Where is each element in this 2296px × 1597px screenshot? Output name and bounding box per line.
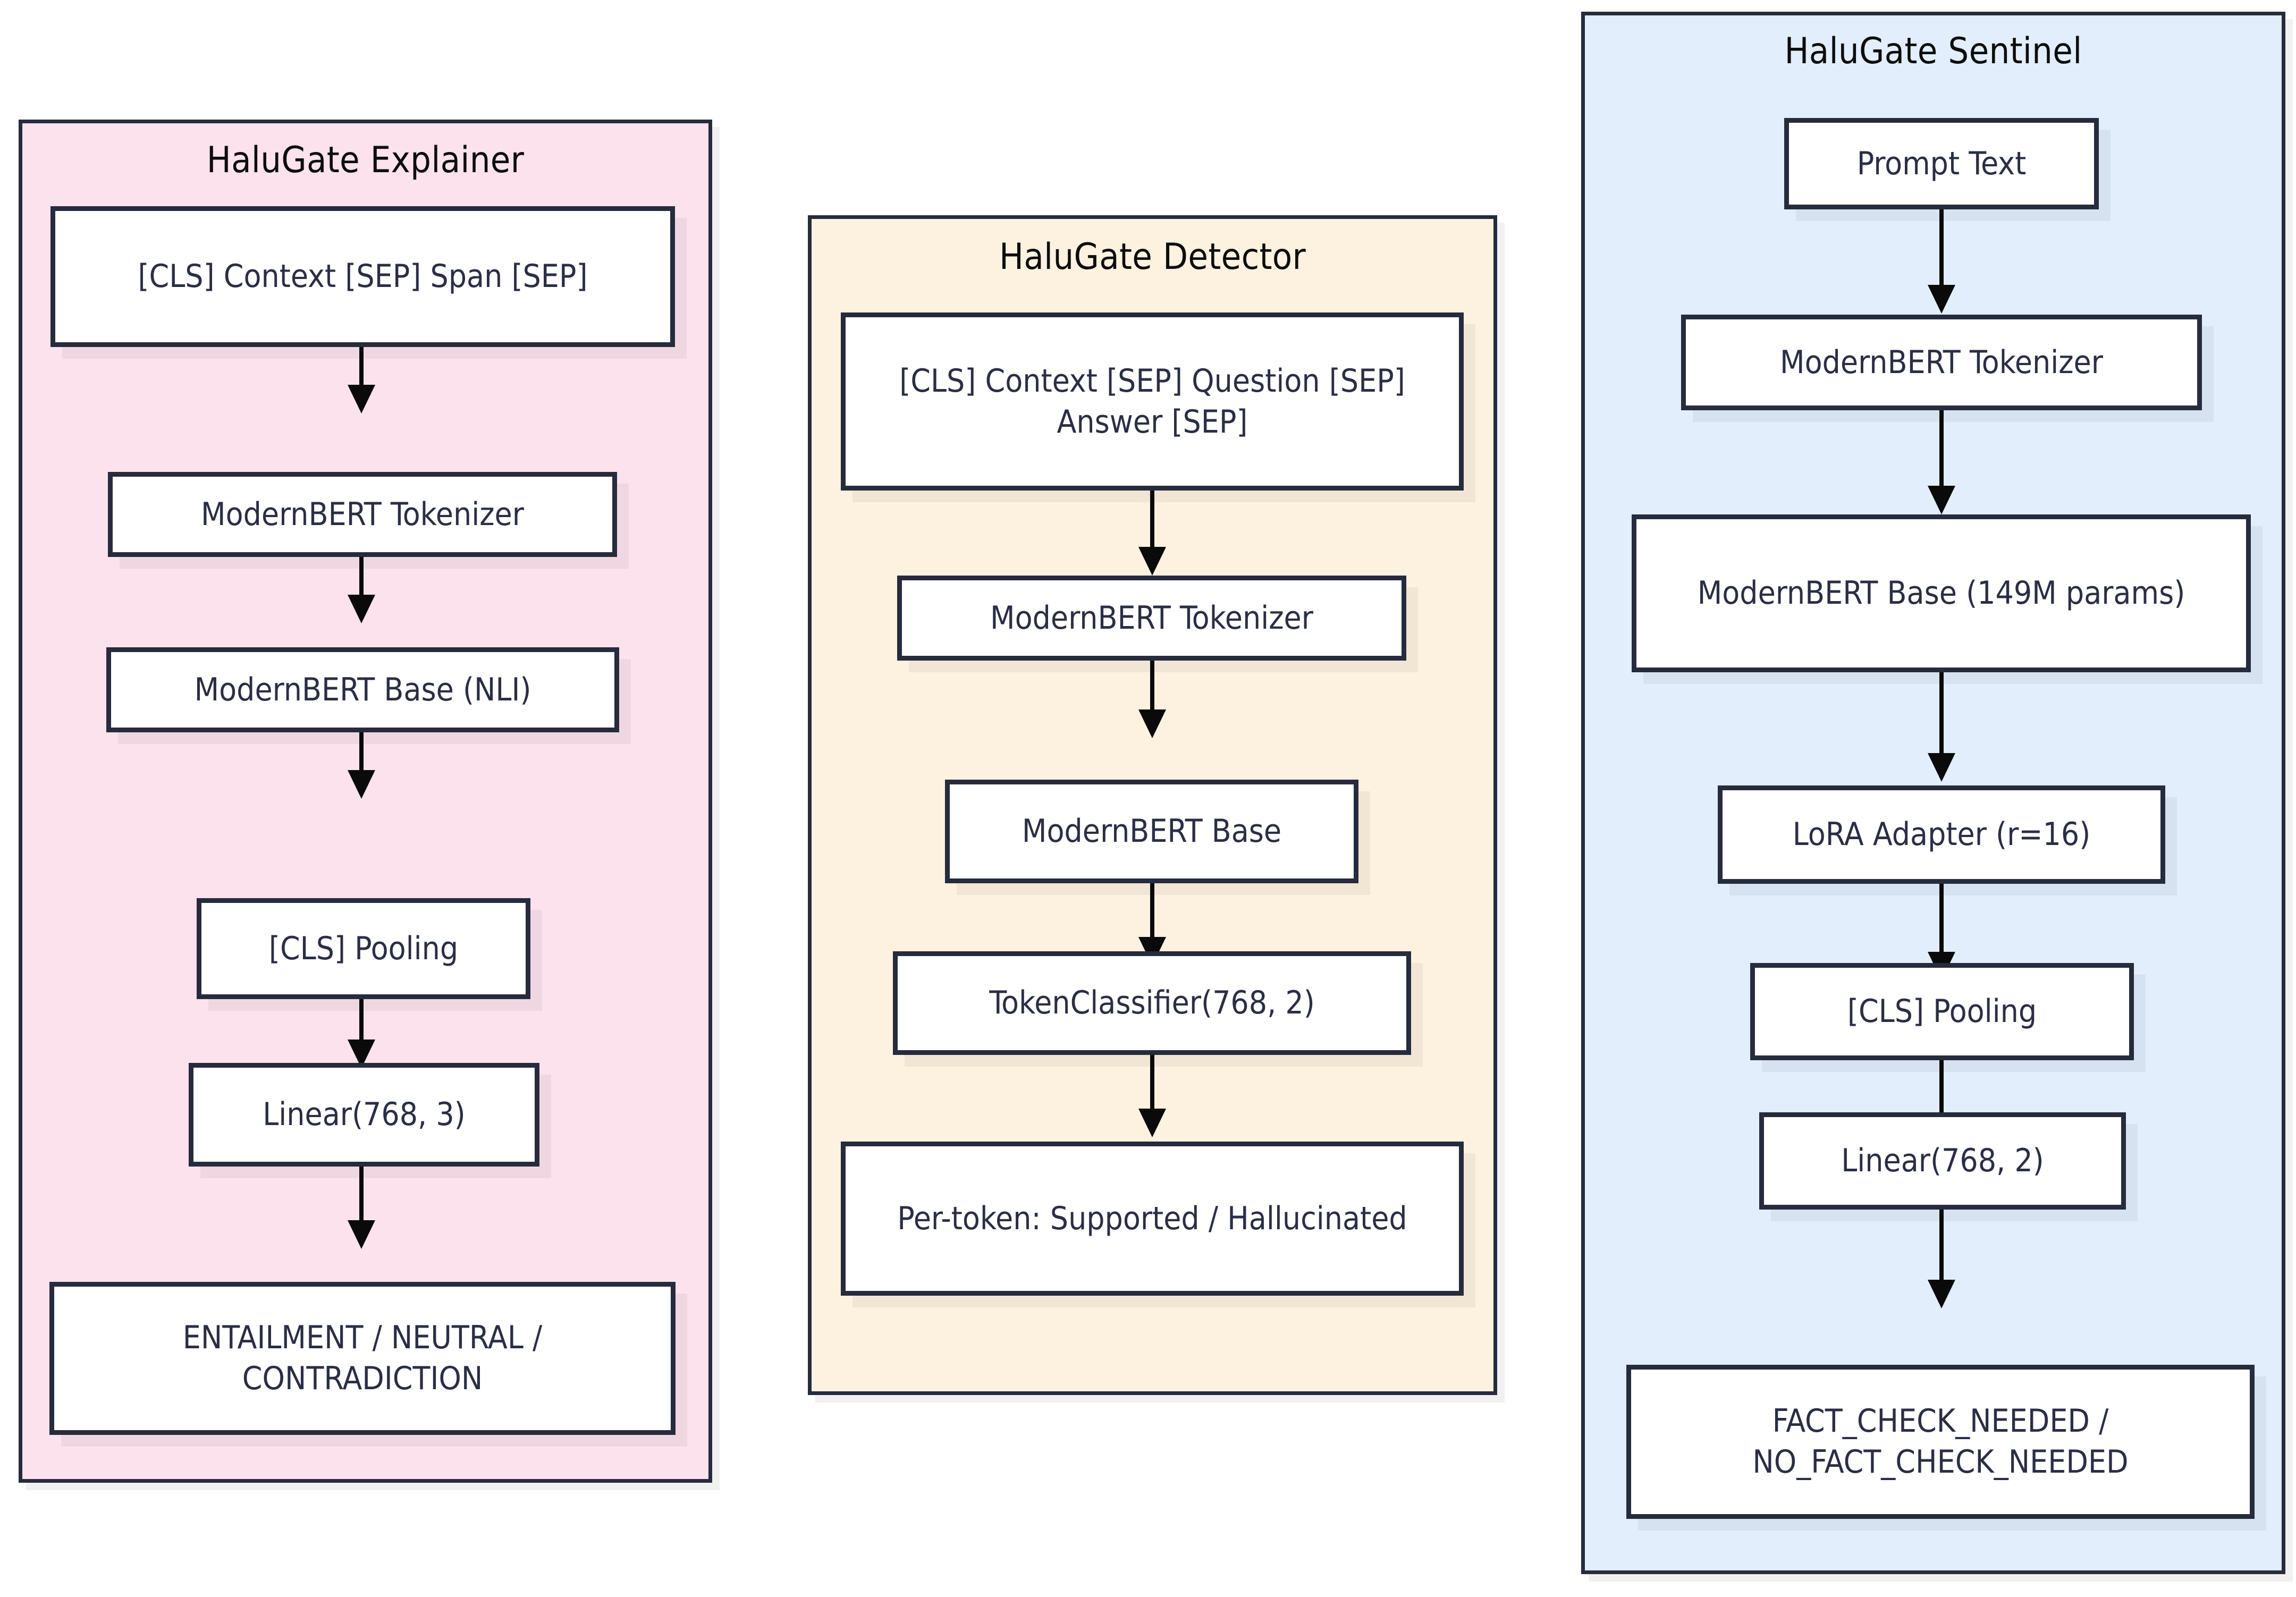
cluster-title-explainer: HaluGate Explainer	[206, 139, 525, 181]
node-exp-output[interactable]: ENTAILMENT / NEUTRAL / CONTRADICTION	[49, 1282, 676, 1435]
node-label: ModernBERT Tokenizer	[1780, 343, 2103, 381]
node-exp-tokenizer[interactable]: ModernBERT Tokenizer	[108, 472, 617, 557]
node-sen-pooling[interactable]: [CLS] Pooling	[1750, 963, 2134, 1060]
arrow-det-tokenizer-to-base	[1131, 661, 1174, 738]
node-label: ModernBERT Tokenizer	[201, 495, 524, 533]
cluster-title-sentinel: HaluGate Sentinel	[1784, 30, 2082, 72]
node-label: TokenClassifier(768, 2)	[989, 984, 1315, 1022]
arrow-sen-base-to-lora	[1920, 672, 1963, 782]
node-det-input[interactable]: [CLS] Context [SEP] Question [SEP] Answe…	[841, 312, 1464, 491]
arrow-det-classifier-to-output	[1131, 1055, 1174, 1137]
node-label: ModernBERT Tokenizer	[990, 599, 1313, 637]
node-sen-lora[interactable]: LoRA Adapter (r=16)	[1718, 785, 2165, 884]
node-label: Linear(768, 2)	[1841, 1142, 2044, 1180]
node-label: ModernBERT Base (149M params)	[1697, 574, 2185, 612]
node-label: [CLS] Context [SEP] Question [SEP] Answe…	[899, 362, 1405, 441]
arrow-sen-linear-to-output	[1920, 1210, 1963, 1308]
node-exp-base[interactable]: ModernBERT Base (NLI)	[106, 647, 619, 732]
node-label: [CLS] Pooling	[268, 930, 459, 967]
node-label: ModernBERT Base	[1022, 813, 1282, 850]
node-sen-tokenizer[interactable]: ModernBERT Tokenizer	[1681, 315, 2202, 410]
arrow-sen-tokenizer-to-base	[1920, 410, 1963, 514]
arrow-exp-tokenizer-to-base	[340, 557, 383, 623]
arrow-exp-input-to-tokenizer	[340, 347, 383, 413]
arrow-exp-base-to-pooling	[340, 732, 383, 799]
cluster-title-detector: HaluGate Detector	[999, 236, 1306, 278]
node-exp-pooling[interactable]: [CLS] Pooling	[197, 898, 530, 999]
node-det-tokenizer[interactable]: ModernBERT Tokenizer	[897, 576, 1406, 661]
node-label: LoRA Adapter (r=16)	[1792, 816, 2091, 854]
node-sen-base[interactable]: ModernBERT Base (149M params)	[1632, 514, 2251, 672]
node-label: Per-token: Supported / Hallucinated	[897, 1199, 1407, 1237]
node-label: FACT_CHECK_NEEDED / NO_FACT_CHECK_NEEDED	[1752, 1402, 2129, 1481]
node-det-base[interactable]: ModernBERT Base	[945, 780, 1358, 883]
node-exp-input[interactable]: [CLS] Context [SEP] Span [SEP]	[50, 206, 675, 347]
node-label: ENTAILMENT / NEUTRAL / CONTRADICTION	[182, 1319, 543, 1397]
arrow-det-input-to-tokenizer	[1131, 491, 1174, 576]
node-label: ModernBERT Base (NLI)	[194, 671, 531, 708]
node-label: Prompt Text	[1856, 145, 2027, 182]
node-label: [CLS] Context [SEP] Span [SEP]	[138, 258, 588, 295]
node-det-classifier[interactable]: TokenClassifier(768, 2)	[893, 951, 1411, 1055]
node-label: Linear(768, 3)	[263, 1096, 466, 1134]
arrow-sen-prompt-to-tokenizer	[1920, 209, 1963, 314]
node-sen-output[interactable]: FACT_CHECK_NEEDED / NO_FACT_CHECK_NEEDED	[1626, 1365, 2255, 1519]
node-det-output[interactable]: Per-token: Supported / Hallucinated	[841, 1142, 1464, 1296]
node-label: [CLS] Pooling	[1847, 993, 2037, 1030]
arrow-exp-pooling-to-linear	[340, 999, 383, 1068]
node-sen-prompt[interactable]: Prompt Text	[1784, 118, 2099, 209]
node-sen-linear[interactable]: Linear(768, 2)	[1759, 1112, 2126, 1210]
node-exp-linear[interactable]: Linear(768, 3)	[189, 1063, 539, 1167]
arrow-exp-linear-to-output	[340, 1167, 383, 1249]
